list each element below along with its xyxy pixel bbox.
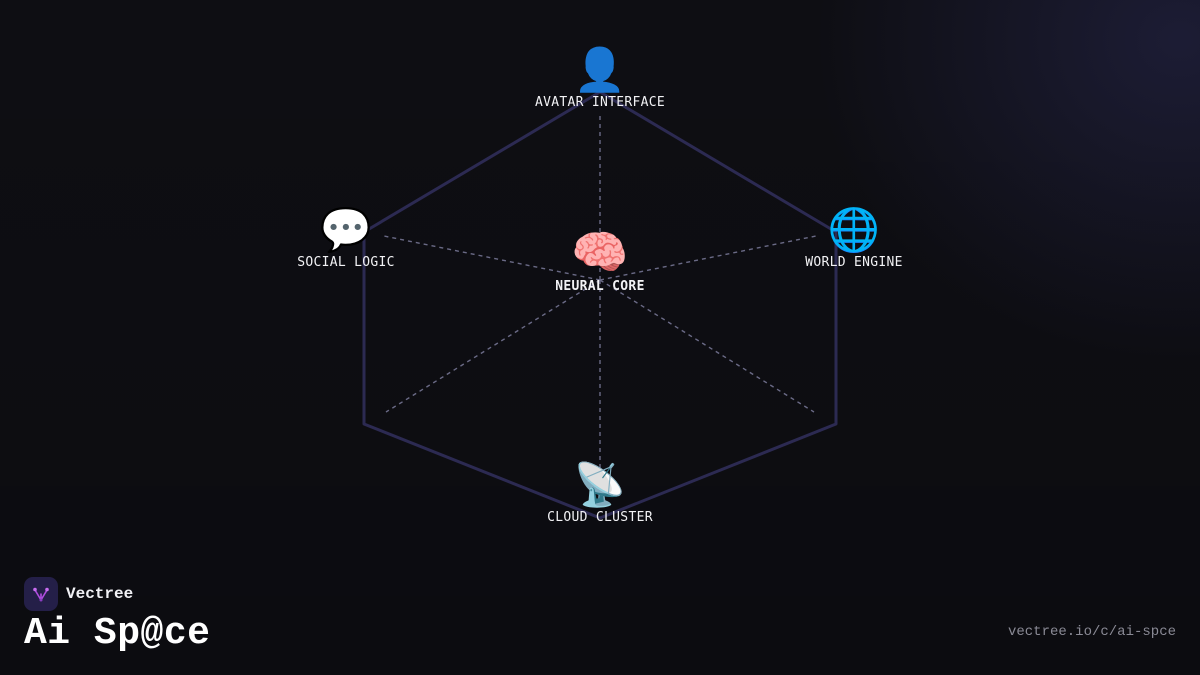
hexagon-frame	[362, 90, 838, 520]
node-neural-core: 🧠 NEURAL CORE	[500, 226, 700, 294]
node-avatar-interface: 👤 AVATAR INTERFACE	[500, 45, 700, 111]
link-core-bottom-left	[385, 279, 601, 413]
node-world-engine: 🌐 WORLD ENGINE	[754, 205, 954, 271]
node-label: WORLD ENGINE	[805, 255, 903, 270]
brand-name: Vectree	[66, 585, 134, 603]
page-title: Ai Sp@ce	[24, 612, 211, 655]
person-silhouette-icon: 👤	[573, 45, 627, 94]
satellite-dish-icon: 📡	[573, 460, 627, 509]
node-label: AVATAR INTERFACE	[534, 95, 666, 110]
node-label: CLOUD CLUSTER	[547, 510, 653, 525]
speech-bubble-icon: 💬	[319, 205, 373, 254]
link-core-bottom-right	[599, 279, 815, 413]
node-social-logic: 💬 SOCIAL LOGIC	[246, 205, 446, 271]
source-url: vectree.io/c/ai-spce	[1007, 624, 1176, 640]
node-cloud-cluster: 📡 CLOUD CLUSTER	[500, 460, 700, 526]
node-label: SOCIAL LOGIC	[297, 255, 395, 270]
brand: Vectree	[24, 577, 133, 611]
node-label: NEURAL CORE	[555, 279, 645, 294]
brain-icon: 🧠	[571, 225, 629, 279]
vectree-logo-icon	[24, 577, 58, 611]
globe-icon: 🌐	[827, 205, 881, 254]
